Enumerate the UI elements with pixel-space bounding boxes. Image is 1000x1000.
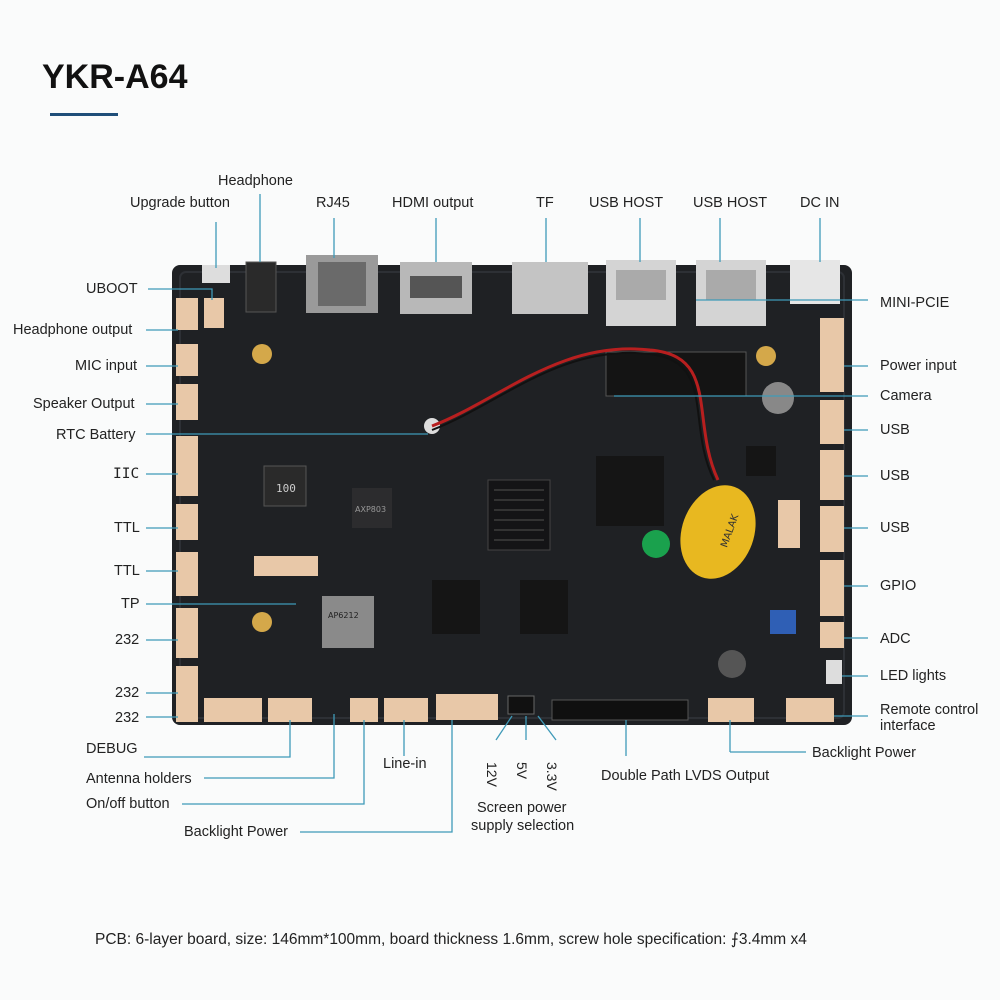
label-usb-1: USB <box>880 422 910 438</box>
label-onoff-button: On/off button <box>86 796 170 812</box>
bottom-connectors <box>204 556 834 722</box>
green-capacitor <box>642 530 670 558</box>
label-ttl-2: TTL <box>114 563 140 579</box>
label-232-1: 232 <box>115 632 140 648</box>
ram-chip-1 <box>432 580 480 634</box>
label-antenna-holders: Antenna holders <box>86 771 192 787</box>
ram-chip-2 <box>520 580 568 634</box>
label-mic-input: MIC input <box>75 358 138 374</box>
label-power-input: Power input <box>880 358 957 374</box>
dc-in-part <box>790 260 840 304</box>
label-hdmi-output: HDMI output <box>392 195 474 211</box>
label-camera: Camera <box>880 388 932 404</box>
label-usb-host-2: USB HOST <box>693 195 768 211</box>
label-rj45: RJ45 <box>316 195 350 211</box>
label-remote-interface: interface <box>880 718 936 734</box>
label-headphone: Headphone <box>218 173 293 189</box>
label-232-3: 232 <box>115 710 140 726</box>
label-headphone-output: Headphone output <box>13 322 133 338</box>
label-upgrade-button: Upgrade button <box>130 195 230 211</box>
pcb-spec-footnote: PCB: 6-layer board, size: 146mm*100mm, b… <box>95 931 807 948</box>
label-lvds-output: Double Path LVDS Output <box>601 768 770 784</box>
tf-slot-part <box>512 262 588 314</box>
label-rtc-battery: RTC Battery <box>56 427 136 443</box>
inductor-text: 100 <box>276 482 296 495</box>
label-led-lights: LED lights <box>880 668 947 684</box>
label-ttl-1: TTL <box>114 520 140 536</box>
adc-trimmer <box>770 610 796 634</box>
label-dc-in: DC IN <box>800 195 840 211</box>
lvds-header-part <box>551 699 689 721</box>
label-backlight-power-left: Backlight Power <box>184 824 288 840</box>
label-12v: 12V <box>484 762 500 787</box>
electrolytic-capacitor <box>762 382 794 414</box>
power-jumper-part <box>507 695 535 715</box>
label-uboot: UBOOT <box>86 281 138 297</box>
label-backlight-power-right: Backlight Power <box>812 745 916 761</box>
led-part <box>826 660 842 684</box>
label-supply-selection: supply selection <box>471 818 575 834</box>
mini-pcie-slot <box>605 351 747 397</box>
left-connectors <box>176 298 224 722</box>
label-usb-3: USB <box>880 520 910 536</box>
label-mini-pcie: MINI-PCIE <box>880 295 950 311</box>
rtc-battery-part <box>680 485 756 579</box>
wifi-module-part <box>322 596 374 648</box>
label-remote-control: Remote control <box>880 702 979 718</box>
label-3-3v: 3.3V <box>544 762 560 791</box>
pmic-part <box>352 488 392 528</box>
soc-chip <box>596 456 664 526</box>
label-tf: TF <box>536 195 554 211</box>
label-usb-host-1: USB HOST <box>589 195 664 211</box>
page-title: YKR-A64 <box>42 58 188 96</box>
headphone-jack-part <box>245 261 277 313</box>
label-gpio: GPIO <box>880 578 917 594</box>
upgrade-button-part <box>202 265 230 283</box>
inductor-part <box>263 465 307 507</box>
label-adc: ADC <box>880 631 911 647</box>
right-connectors <box>778 318 844 648</box>
screw-holes <box>252 344 776 632</box>
label-iic: IIC <box>113 466 140 482</box>
label-debug: DEBUG <box>86 741 138 757</box>
title-underline <box>50 113 118 116</box>
cpu-heatsink <box>487 479 551 551</box>
label-line-in: Line-in <box>383 756 427 772</box>
label-speaker-output: Speaker Output <box>33 396 135 412</box>
label-232-2: 232 <box>115 685 140 701</box>
label-5v: 5V <box>514 762 530 780</box>
leader-lines <box>144 194 868 833</box>
label-tp: TP <box>121 596 140 612</box>
pmic-text: AXP803 <box>355 505 386 514</box>
battery-wire <box>431 347 720 481</box>
label-screen-power: Screen power <box>477 800 567 816</box>
label-usb-2: USB <box>880 468 910 484</box>
wifi-module-text: AP6212 <box>328 611 359 620</box>
